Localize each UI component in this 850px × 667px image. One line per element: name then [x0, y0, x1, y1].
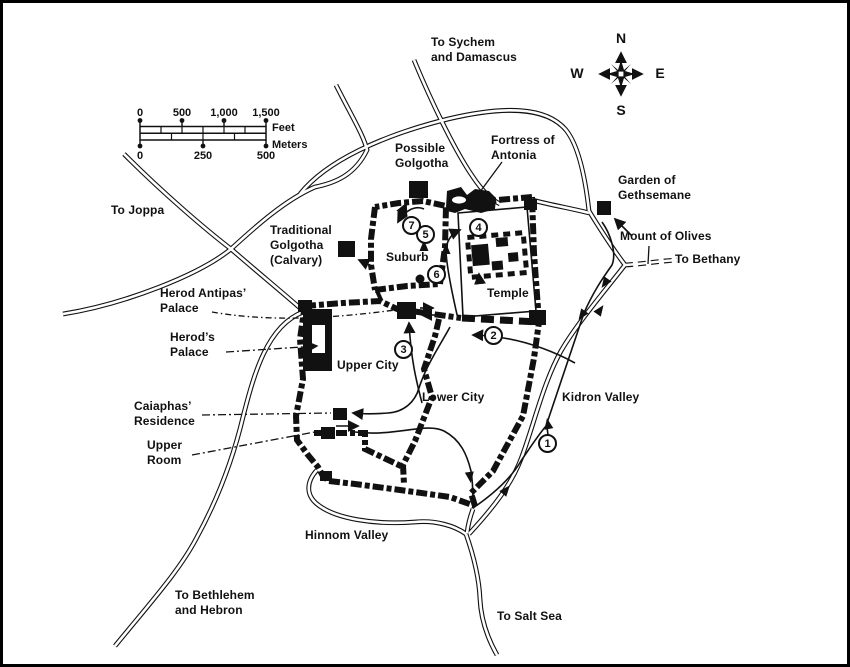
compass-south-label: S: [616, 102, 626, 118]
gethsemane-square: [597, 201, 611, 215]
wall-temple-south: [461, 314, 540, 326]
compass-east-label: E: [655, 65, 665, 81]
scale-feet-1000: 1,000: [210, 107, 238, 119]
route-3-up: [403, 321, 423, 404]
wall-suburb-south: [374, 281, 441, 293]
scale-feet-1500: 1,500: [252, 107, 280, 119]
wall-east-lower: [467, 321, 542, 507]
compass-north-label: N: [615, 30, 627, 46]
route-marker-4: 4: [469, 218, 488, 237]
route-marker-1: 1: [538, 434, 557, 453]
route-kidron-south: [472, 425, 547, 509]
antonia-fortress-building: [446, 187, 496, 213]
leader-upper-room: [191, 430, 321, 456]
label-garden-of-gethsemane: Garden of Gethsemane: [618, 173, 692, 202]
loose-arrowheads: [419, 240, 612, 497]
leader-herod-antipas: [211, 309, 396, 319]
scale-meters-250: 250: [193, 150, 213, 162]
caiaphas-square: [333, 408, 347, 420]
scale-feet-0: 0: [136, 107, 144, 119]
scale-bar-graphic: [137, 118, 269, 149]
route-marker-6: 6: [427, 265, 446, 284]
label-kidron-valley: Kidron Valley: [562, 390, 640, 404]
wall-suburb-west: [368, 206, 378, 291]
leader-antonia: [473, 161, 503, 201]
possible-golgotha-square: [409, 181, 428, 198]
scale-meters-unit: Meters: [272, 139, 308, 151]
leader-herods-palace: [225, 341, 319, 353]
temple-se-tower: [529, 310, 546, 325]
scale-feet-unit: Feet: [272, 122, 295, 134]
route-marker-7: 7: [402, 216, 421, 235]
station-6-dot: [415, 274, 425, 284]
mount-of-olives-tick: [647, 245, 650, 265]
route-temple-up: [474, 272, 486, 285]
wall-suburb-connector: [375, 290, 384, 303]
traditional-golgotha-square: [338, 241, 355, 257]
route-marker-5: 5: [416, 225, 435, 244]
route-7-west: [397, 206, 425, 224]
wall-east-upper: [529, 196, 542, 323]
label-to-bethany: To Bethany: [675, 252, 741, 266]
temple-sanctuary: [471, 243, 490, 267]
leader-caiaphas: [201, 412, 332, 416]
label-fortress-of-antonia: Fortress of Antonia: [491, 133, 555, 162]
route-marker-2: 2: [484, 326, 503, 345]
arrow-traditional-golgotha: [357, 258, 373, 270]
label-to-salt-sea: To Salt Sea: [497, 609, 562, 623]
wall-inner-upper-room: [314, 430, 405, 470]
scale-meters-500: 500: [256, 150, 276, 162]
label-temple: Temple: [487, 286, 529, 300]
label-herods-palace: Herod’s Palace: [170, 330, 215, 359]
leader-lines: [191, 161, 650, 456]
route-lower-city: [354, 427, 474, 507]
label-mount-of-olives: Mount of Olives: [620, 229, 712, 243]
label-upper-city: Upper City: [337, 358, 399, 372]
road-northwest-diagonal: [62, 83, 370, 317]
wall-south: [328, 478, 477, 509]
label-possible-golgotha: Possible Golgotha: [395, 141, 449, 170]
route-kidron-north: [545, 221, 615, 427]
buildings: [298, 181, 611, 481]
label-caiaphas-residence: Caiaphas’ Residence: [134, 399, 195, 428]
scale-meters-0: 0: [136, 150, 144, 162]
label-to-bethlehem-hebron: To Bethlehem and Hebron: [175, 588, 255, 617]
route-tyropoeon: [445, 228, 462, 320]
wall-north: [374, 194, 533, 210]
scale-feet-500: 500: [172, 107, 192, 119]
ne-corner-tower: [524, 199, 537, 210]
route-to-caiaphas: [351, 326, 451, 421]
herod-antipas-square: [397, 302, 416, 319]
label-to-sychem-damascus: To Sychem and Damascus: [431, 35, 517, 64]
upper-room-square: [321, 427, 335, 439]
label-to-joppa: To Joppa: [111, 203, 165, 217]
wall-inner-diagonal: [399, 318, 442, 485]
temple-inner-court: [464, 229, 530, 281]
compass-rose-graphic: [598, 51, 644, 97]
label-lower-city: Lower City: [422, 390, 485, 404]
map-graphics: [62, 51, 678, 657]
label-hinnom-valley: Hinnom Valley: [305, 528, 389, 542]
route-to-possible-golgotha: [396, 202, 408, 216]
compass-west-label: W: [570, 65, 584, 81]
label-herod-antipas-palace: Herod Antipas’ Palace: [160, 286, 247, 315]
label-upper-room: Upper Room: [147, 438, 183, 467]
label-suburb: Suburb: [386, 250, 429, 264]
label-traditional-golgotha: Traditional Golgotha (Calvary): [270, 223, 332, 267]
route-marker-3: 3: [394, 340, 413, 359]
temple-complex: [457, 206, 537, 318]
sw-tower: [320, 471, 332, 481]
arrow-gethsemane: [613, 217, 633, 237]
